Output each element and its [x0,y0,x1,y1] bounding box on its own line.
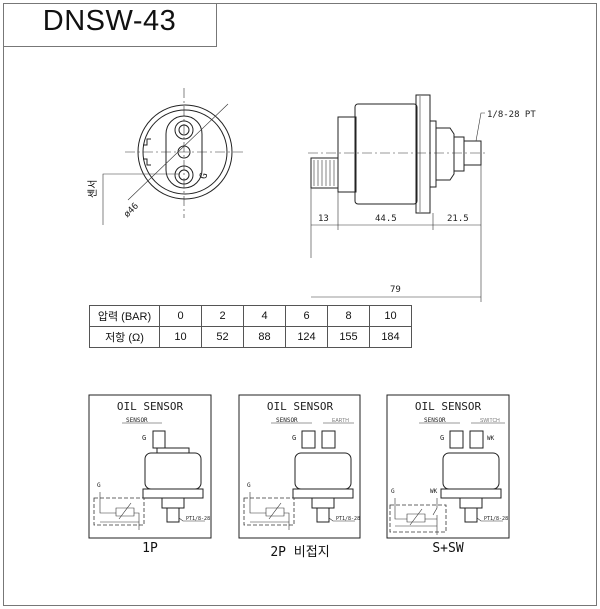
title-box: DNSW-43 [3,3,217,47]
thread-label: 1/8-28 PT [487,110,536,120]
g-label: G [440,434,444,442]
sensor-leader-label: 센서 [87,180,99,198]
dimension-13: 13 [318,214,329,224]
dimension-21-5: 21.5 [447,214,469,224]
dimension-44-5: 44.5 [375,214,397,224]
panel-title: OIL SENSOR [117,400,184,413]
row-header-resistance: 저항 (Ω) [89,326,160,348]
sensor-label: SENSOR [424,417,446,424]
caption-s-sw: S+SW [432,541,464,556]
wk-terminal-label: WK [430,488,438,495]
wiring-panel-1p: OIL SENSOR SENSOR G PT1/8-28 G [88,394,212,539]
table-cell: 52 [201,326,244,348]
side-view: 1/8-28 PT 13 44.5 21.5 79 [308,94,536,302]
panel-title: OIL SENSOR [415,400,482,413]
row-header-pressure: 압력 (BAR) [89,305,160,327]
table-cell: 0 [159,305,202,327]
g-label: G [142,434,146,442]
table-row: 저항 (Ω) 10 52 88 124 155 184 [89,326,412,348]
table-cell: 6 [285,305,328,327]
wiring-panel-s-sw: OIL SENSOR SENSOR SWITCH G WK PT1/8-28 G… [386,394,510,539]
g-terminal-label: G [391,488,395,495]
g-terminal-label: G [247,482,251,489]
wiring-panel-2p: OIL SENSOR SENSOR EARTH G PT1/8-28 G [238,394,361,539]
wk-label: WK [487,435,495,442]
table-row: 압력 (BAR) 0 2 4 6 8 10 [89,305,412,327]
caption-2p: 2P 비접지 [270,545,330,560]
table-cell: 10 [369,305,412,327]
table-cell: 4 [243,305,286,327]
table-cell: 88 [243,326,286,348]
terminal-g-label: G [198,172,210,181]
thread-label: PT1/8-28 [336,516,360,522]
g-label: G [292,434,296,442]
panel-title: OIL SENSOR [267,400,334,413]
table-cell: 184 [369,326,412,348]
product-title: DNSW-43 [42,5,177,37]
front-view: G ø46 센서 [87,88,243,225]
g-terminal-label: G [97,482,101,489]
caption-1p: 1P [142,541,158,556]
pressure-resistance-table: 압력 (BAR) 0 2 4 6 8 10 저항 (Ω) 10 52 88 12… [89,305,412,348]
earth-label: EARTH [332,418,349,424]
switch-label: SWITCH [480,418,500,424]
diameter-label: ø46 [122,201,141,220]
table-cell: 10 [159,326,202,348]
dimension-total-79: 79 [390,285,401,295]
thread-label: PT1/8-28 [484,516,508,522]
sensor-label: SENSOR [276,417,298,424]
table-cell: 155 [327,326,370,348]
thread-label: PT1/8-28 [186,516,210,522]
table-cell: 8 [327,305,370,327]
table-cell: 124 [285,326,328,348]
drawing-frame [3,3,597,606]
sensor-label: SENSOR [126,417,148,424]
table-cell: 2 [201,305,244,327]
